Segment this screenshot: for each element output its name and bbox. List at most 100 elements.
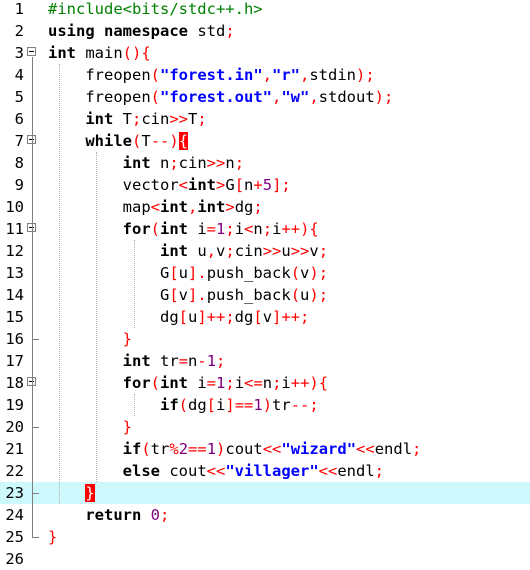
code-line[interactable]: 16 }	[0, 328, 530, 350]
code-token: ;	[197, 110, 207, 128]
code-token: tr	[150, 440, 170, 458]
code-token: int	[48, 154, 160, 172]
code-line[interactable]: 26	[0, 548, 530, 570]
code-token: "forest.out"	[160, 88, 272, 106]
code-line[interactable]: 10 map<int,int>dg;	[0, 196, 530, 218]
code-line[interactable]: 14 G[v].push_back(u);	[0, 284, 530, 306]
code-token: n	[244, 176, 254, 194]
code-token: )	[216, 440, 226, 458]
code-token: G	[48, 286, 170, 304]
code-token: (	[150, 66, 160, 84]
code-line[interactable]: 1 #include<bits/stdc++.h>	[0, 0, 530, 20]
code-token: cin	[141, 110, 170, 128]
code-token: 1	[216, 220, 226, 238]
code-token: <	[150, 198, 160, 216]
line-number: 26	[5, 550, 24, 568]
code-token: %	[169, 440, 179, 458]
code-token: stdin	[309, 66, 357, 84]
line-number: 4	[14, 66, 24, 84]
code-line[interactable]: 4 freopen("forest.in","r",stdin);	[0, 64, 530, 86]
code-token: }	[85, 484, 95, 502]
fold-collapse-icon[interactable]	[27, 223, 36, 232]
code-token: for	[48, 374, 151, 392]
code-token: ,	[206, 242, 216, 260]
indent-guide	[133, 394, 135, 416]
code-line[interactable]: 7 while(T--){	[0, 130, 530, 152]
code-token: >	[216, 176, 226, 194]
fold-collapse-icon[interactable]	[27, 377, 36, 386]
code-text: G[u].push_back(v);	[48, 262, 328, 284]
line-number: 2	[14, 22, 24, 40]
code-line[interactable]: 21 if(tr%2==1)cout<<"wizard"<<endl;	[0, 438, 530, 460]
code-line[interactable]: 8 int n;cin>>n;	[0, 152, 530, 174]
code-token: (	[132, 132, 142, 150]
line-number: 21	[5, 440, 24, 458]
code-token: ;	[216, 352, 226, 370]
code-token: push_back	[206, 264, 291, 282]
fold-collapse-icon[interactable]	[27, 47, 36, 56]
code-token: T	[141, 132, 151, 150]
code-token: <	[244, 220, 254, 238]
code-token: tr	[272, 396, 291, 414]
code-token: n	[225, 154, 235, 172]
code-token: "forest.in"	[160, 66, 263, 84]
code-token: );	[309, 286, 329, 304]
code-token: T	[122, 110, 132, 128]
code-line[interactable]: 13 G[u].push_back(v);	[0, 262, 530, 284]
code-token: stdout	[318, 88, 375, 106]
code-line[interactable]: 12 int u,v;cin>>u>>v;	[0, 240, 530, 262]
code-token: <<	[356, 440, 375, 458]
code-token: ;	[318, 242, 329, 260]
code-line[interactable]: 24 return 0;	[0, 504, 530, 526]
code-line[interactable]: 25}	[0, 526, 530, 548]
code-line[interactable]: 11 for(int i=1;i<n;i++){	[0, 218, 530, 240]
code-line[interactable]: 5 freopen("forest.out","w",stdout);	[0, 86, 530, 108]
code-token: tr	[159, 352, 179, 370]
code-token: <=	[244, 374, 263, 392]
code-token: >>	[169, 110, 189, 128]
code-token: v	[309, 242, 319, 260]
code-token: }	[48, 330, 132, 348]
line-number: 7	[14, 132, 24, 150]
code-token: 2	[178, 440, 189, 458]
code-line[interactable]: 19 if(dg[i]==1)tr--;	[0, 394, 530, 416]
line-number: 9	[14, 176, 24, 194]
code-text: else cout<<"villager"<<endl;	[48, 460, 384, 482]
line-number: 1	[14, 0, 24, 18]
indent-guide	[59, 64, 61, 504]
code-token: }	[48, 528, 58, 546]
code-line[interactable]: 6 int T;cin>>T;	[0, 108, 530, 130]
code-line[interactable]: 23 }	[0, 482, 530, 504]
code-text: if(dg[i]==1)tr--;	[48, 394, 319, 416]
code-line[interactable]: 22 else cout<<"villager"<<endl;	[0, 460, 530, 482]
fold-collapse-icon[interactable]	[27, 135, 36, 144]
code-text: #include<bits/stdc++.h>	[48, 0, 263, 20]
code-token: freopen	[48, 88, 151, 106]
line-number: 14	[5, 286, 24, 304]
code-line[interactable]: 20 }	[0, 416, 530, 438]
code-token: );	[309, 264, 329, 282]
line-number: 22	[5, 462, 24, 480]
code-token: int	[48, 352, 160, 370]
code-text: }	[48, 526, 57, 548]
code-line[interactable]: 17 int tr=n-1;	[0, 350, 530, 372]
code-token: ,	[309, 88, 319, 106]
fold-end-marker	[32, 328, 39, 340]
code-token: dg	[234, 308, 254, 326]
code-text: int main(){	[48, 42, 151, 64]
code-token: ;	[412, 440, 422, 458]
code-line[interactable]: 18 for(int i=1;i<=n;i++){	[0, 372, 530, 394]
code-line[interactable]: 9 vector<int>G[n+5];	[0, 174, 530, 196]
code-token: ;	[262, 220, 273, 238]
code-token: G	[225, 176, 235, 194]
code-text: if(tr%2==1)cout<<"wizard"<<endl;	[48, 438, 422, 460]
code-token: [	[234, 176, 245, 194]
code-token: G	[48, 264, 170, 282]
code-text: freopen("forest.out","w",stdout);	[48, 86, 393, 108]
code-token: "wizard"	[281, 440, 357, 458]
code-token: 1	[216, 374, 226, 392]
code-line[interactable]: 15 dg[u]++;dg[v]++;	[0, 306, 530, 328]
